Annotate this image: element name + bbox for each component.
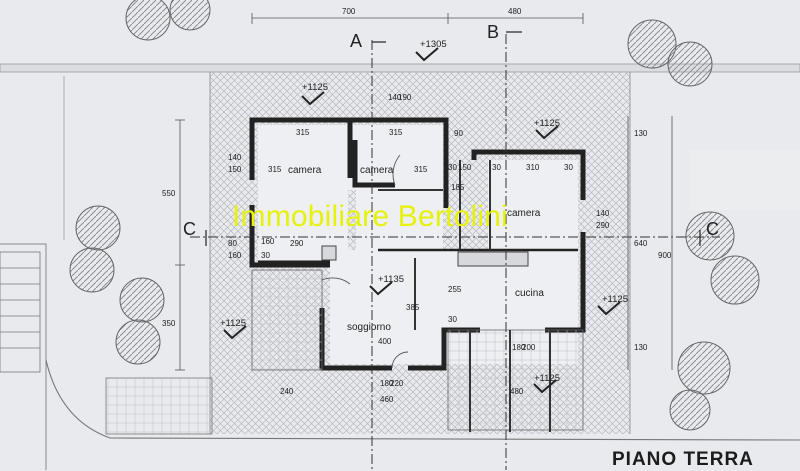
dim-kitchen-30: 30 bbox=[448, 315, 457, 324]
dim-right-290: 290 bbox=[596, 221, 610, 230]
dim-kitchen-255: 255 bbox=[448, 285, 462, 294]
drawing-title: PIANO TERRA bbox=[612, 449, 754, 470]
dim-camera-2-depth: 315 bbox=[414, 165, 428, 174]
dim-30-b: 30 bbox=[492, 163, 501, 172]
right-dimension-lines bbox=[627, 116, 673, 370]
elevation-top: +1305 bbox=[420, 39, 447, 50]
room-label-cucina: cucina bbox=[515, 288, 544, 299]
dim-left-140: 140 bbox=[228, 153, 242, 162]
elevation-right: +1125 bbox=[602, 294, 628, 305]
room-label-camera-1: camera bbox=[288, 165, 322, 176]
elevation-upper-right: +1125 bbox=[534, 118, 560, 129]
dim-left-80: 80 bbox=[228, 239, 237, 248]
dim-left-160: 160 bbox=[228, 251, 242, 260]
driveway-curve bbox=[45, 359, 800, 441]
elevation-upper-left: +1125 bbox=[302, 82, 328, 93]
kitchen-counter bbox=[457, 251, 529, 267]
elevation-lower-left: +1125 bbox=[220, 318, 246, 329]
dim-left-150: 150 bbox=[228, 165, 242, 174]
porch-left bbox=[251, 269, 323, 371]
section-label-b: B bbox=[487, 22, 499, 42]
dim-living-400: 400 bbox=[378, 337, 392, 346]
dim-right-140: 140 bbox=[596, 209, 610, 218]
dim-30-a: 30 bbox=[448, 163, 457, 172]
dim-bottom-220: 220 bbox=[390, 379, 404, 388]
room-label-camera-3: camera bbox=[507, 208, 541, 219]
elevation-marks bbox=[223, 47, 621, 394]
trees bbox=[69, 0, 760, 431]
dim-left-350: 350 bbox=[162, 319, 176, 328]
section-lines bbox=[190, 34, 720, 470]
dim-top-140: 140 bbox=[388, 93, 402, 102]
dim-bottom-240: 240 bbox=[280, 387, 294, 396]
dim-living-385: 385 bbox=[406, 303, 420, 312]
dim-bottom-200: 200 bbox=[522, 343, 536, 352]
elevation-lower-right: +1125 bbox=[534, 373, 560, 384]
section-label-c-right: C bbox=[706, 219, 719, 239]
dim-camera-1-width: 315 bbox=[296, 128, 310, 137]
dim-185: 185 bbox=[451, 183, 465, 192]
elevation-center: +1135 bbox=[378, 274, 404, 285]
house-interiors bbox=[258, 125, 578, 364]
dim-bottom-460: 460 bbox=[380, 395, 394, 404]
porch-posts bbox=[469, 330, 551, 432]
section-label-c-left: C bbox=[183, 219, 196, 239]
dim-top-190: 190 bbox=[398, 93, 412, 102]
dim-bottom-180b: 180 bbox=[512, 343, 526, 352]
top-dimension-line bbox=[251, 13, 584, 24]
dim-90: 90 bbox=[454, 129, 463, 138]
dim-right-640: 640 bbox=[634, 239, 648, 248]
dim-top-480: 480 bbox=[508, 7, 522, 16]
light-patch-right bbox=[690, 150, 800, 210]
porch-bottom-left bbox=[105, 377, 213, 435]
dim-camera-3-side: 30 bbox=[564, 163, 573, 172]
dim-left-160b: 160 bbox=[261, 237, 275, 246]
room-label-camera-2: camera bbox=[360, 165, 394, 176]
room-label-soggiorno: soggiorno bbox=[347, 322, 391, 333]
dim-right-130-a: 130 bbox=[634, 129, 648, 138]
dim-top-700: 700 bbox=[342, 7, 356, 16]
left-dimension-line bbox=[175, 119, 185, 371]
watermark: Immobiliare Bertolini bbox=[232, 200, 508, 233]
section-label-a: A bbox=[350, 31, 362, 51]
dim-camera-1-depth: 315 bbox=[268, 165, 282, 174]
dim-bottom-480: 480 bbox=[510, 387, 524, 396]
dim-right-130-b: 130 bbox=[634, 343, 648, 352]
dim-right-900: 900 bbox=[658, 251, 672, 260]
door-swings bbox=[321, 154, 409, 369]
dim-camera-2-width: 315 bbox=[389, 128, 403, 137]
dim-bottom-180: 180 bbox=[380, 379, 394, 388]
dim-left-550: 550 bbox=[162, 189, 176, 198]
interior-partitions bbox=[378, 160, 491, 330]
dim-left-30: 30 bbox=[261, 251, 270, 260]
dim-camera-3-width: 310 bbox=[526, 163, 540, 172]
bath-fixture bbox=[321, 245, 337, 261]
left-stairs bbox=[0, 251, 41, 373]
section-markers bbox=[205, 31, 701, 246]
dim-room-290: 290 bbox=[290, 239, 304, 248]
garden-outline bbox=[0, 243, 47, 470]
dim-150: 150 bbox=[458, 163, 472, 172]
